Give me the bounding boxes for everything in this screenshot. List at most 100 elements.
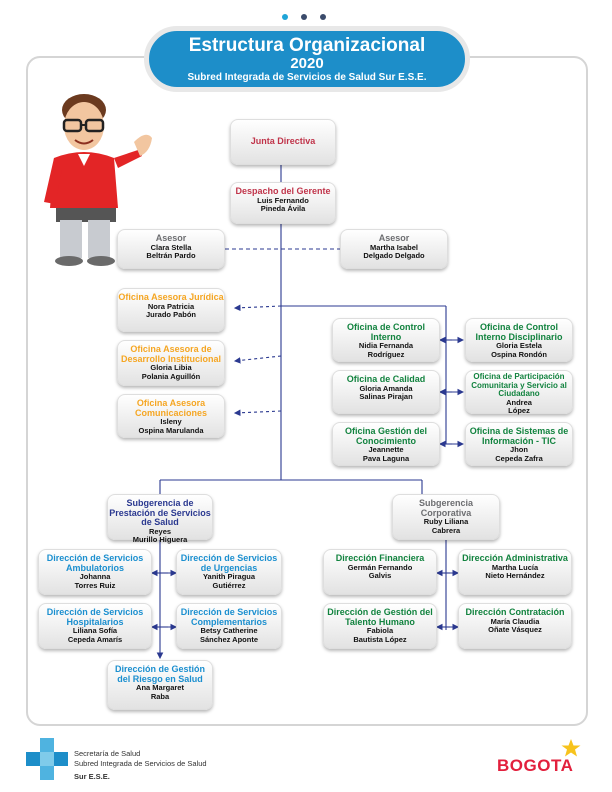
node-name: Germán Fernando xyxy=(347,562,413,572)
logo-line-3: Sur E.S.E. xyxy=(74,772,110,781)
node-title: Subgerencia de Prestación de Servicios d… xyxy=(109,498,211,527)
decor-dot xyxy=(301,14,307,20)
node-name: Betsy Catherine xyxy=(200,626,258,635)
node-direccion-hospitalarios: Dirección de Servicios Hospitalarios Lil… xyxy=(38,603,152,649)
node-subgerencia-corporativa: Subgerencia Corporativa Ruby Liliana Cab… xyxy=(392,494,500,540)
node-title: Junta Directiva xyxy=(250,136,316,146)
node-title: Oficina Gestión del Conocimiento xyxy=(344,426,427,446)
title-banner: Estructura Organizacional 2020 Subred In… xyxy=(144,26,470,92)
node-title: Dirección Financiera xyxy=(335,553,425,563)
node-junta-directiva: Junta Directiva xyxy=(230,119,336,165)
page-subtitle: Subred Integrada de Servicios de Salud S… xyxy=(187,72,427,83)
node-name: Ospina Marulanda xyxy=(138,425,204,435)
node-name: María Claudia xyxy=(490,616,540,626)
node-name: Gutiérrez xyxy=(212,580,246,590)
node-asesor: Asesor Martha Isabel Delgado Delgado xyxy=(340,229,448,269)
node-subgerencia-salud: Subgerencia de Prestación de Servicios d… xyxy=(107,494,213,544)
node-name: Salinas Pirajan xyxy=(359,392,413,401)
node-name: Jhon xyxy=(510,445,528,454)
node-title: Oficina de Participación Comunitaria y S… xyxy=(471,372,567,398)
node-name: Bautista López xyxy=(353,634,407,644)
node-title: Dirección de Servicios Ambulatorios xyxy=(46,553,144,573)
node-despacho-gerente: Despacho del Gerente Luis Fernando Pined… xyxy=(230,182,336,224)
subred-logo-icon xyxy=(26,738,68,780)
node-oficina-desarrollo: Oficina Asesora de Desarrollo Institucio… xyxy=(117,340,225,386)
node-control-interno: Oficina de Control Interno Nidia Fernand… xyxy=(332,318,440,362)
node-participacion-comunitaria: Oficina de Participación Comunitaria y S… xyxy=(465,370,573,415)
node-name: Yanith Piragua xyxy=(202,572,256,581)
node-name: Liliana Sofía xyxy=(72,626,118,635)
node-title: Dirección de Gestión del Talento Humano xyxy=(327,607,433,627)
node-name: Raba xyxy=(150,691,170,701)
node-direccion-administrativa: Dirección Administrativa Martha Lucía Ni… xyxy=(458,549,572,595)
node-title: Despacho del Gerente xyxy=(235,186,331,196)
node-name: Pineda Ávila xyxy=(260,204,306,213)
node-name: Sánchez Aponte xyxy=(199,634,259,644)
node-name: Reyes xyxy=(148,526,172,536)
node-name: Andrea xyxy=(506,397,532,407)
node-name: Rodríguez xyxy=(367,349,405,359)
node-name: Polania Aguillón xyxy=(141,371,201,381)
node-asesor: Asesor Clara Stella Beltrán Pardo xyxy=(117,229,225,269)
node-name: Cepeda Zafra xyxy=(495,453,543,463)
node-direccion-contratacion: Dirección Contratación María Claudia Oña… xyxy=(458,603,572,649)
node-name: Fabiola xyxy=(366,626,394,635)
node-name: Clara Stella xyxy=(150,242,192,252)
node-name: Delgado Delgado xyxy=(363,251,425,260)
node-direccion-urgencias: Dirección de Servicios de Urgencias Yani… xyxy=(176,549,282,595)
node-title: Oficina de Control Interno Disciplinario xyxy=(475,322,563,342)
node-title: Subgerencia Corporativa xyxy=(418,498,474,518)
node-name: Gloria Estela xyxy=(496,341,542,350)
node-name: Galvis xyxy=(368,571,392,580)
logo-line-1: Secretaría de Salud xyxy=(74,749,141,758)
node-name: Ruby Liliana xyxy=(423,517,469,526)
page-year: 2020 xyxy=(290,55,324,72)
node-direccion-ambulatorios: Dirección de Servicios Ambulatorios Joha… xyxy=(38,549,152,595)
node-name: Johanna xyxy=(79,572,111,581)
node-name: Gloria Amanda xyxy=(359,383,413,393)
page-title: Estructura Organizacional xyxy=(188,35,426,56)
node-name: López xyxy=(508,406,530,415)
node-title: Asesor xyxy=(155,233,187,243)
decor-dot xyxy=(320,14,326,20)
node-title: Dirección de Servicios de Urgencias xyxy=(180,553,278,573)
node-name: Nora Patricia xyxy=(147,301,195,311)
node-name: Jeannette xyxy=(368,445,404,454)
node-direccion-talento-humano: Dirección de Gestión del Talento Humano … xyxy=(323,603,437,649)
node-name: Nidia Fernanda xyxy=(358,341,414,350)
node-gestion-conocimiento: Oficina Gestión del Conocimiento Jeannet… xyxy=(332,422,440,466)
node-title: Dirección de Gestión del Riesgo en Salud xyxy=(114,664,206,684)
decor-dot xyxy=(282,14,288,20)
node-direccion-financiera: Dirección Financiera Germán Fernando Gal… xyxy=(323,549,437,595)
node-name: Ospina Rondón xyxy=(491,349,547,359)
node-name: Luis Fernando xyxy=(257,195,309,205)
node-oficina-comunicaciones: Oficina Asesora Comunicaciones Isleny Os… xyxy=(117,394,225,438)
node-name: Beltrán Pardo xyxy=(146,251,196,260)
node-title: Dirección de Servicios Complementarios xyxy=(180,607,278,627)
node-name: Murillo Higuera xyxy=(132,535,188,544)
node-title: Dirección Administrativa xyxy=(462,553,568,563)
logo-line-2: Subred Integrada de Servicios de Salud xyxy=(74,759,207,768)
node-name: Nieto Hernández xyxy=(485,571,545,580)
node-name: Gloria Libia xyxy=(150,363,192,372)
node-name: Martha Isabel xyxy=(370,242,418,252)
node-name: Cabrera xyxy=(431,525,461,535)
node-name: Martha Lucía xyxy=(491,562,539,572)
node-title: Oficina de Control Interno xyxy=(346,322,425,342)
bogota-brand: BOGOTA xyxy=(497,756,574,775)
node-control-disciplinario: Oficina de Control Interno Disciplinario… xyxy=(465,318,573,362)
node-title: Oficina de Sistemas de Información - TIC xyxy=(469,426,569,446)
node-name: Torres Ruiz xyxy=(74,580,116,590)
node-oficina-calidad: Oficina de Calidad Gloria Amanda Salinas… xyxy=(332,370,440,414)
node-title: Oficina de Calidad xyxy=(346,374,426,384)
node-name: Cepeda Amarís xyxy=(67,634,123,644)
node-title: Dirección de Servicios Hospitalarios xyxy=(46,607,144,627)
node-name: Isleny xyxy=(160,417,182,426)
star-icon xyxy=(561,739,581,757)
node-direccion-complementarios: Dirección de Servicios Complementarios B… xyxy=(176,603,282,649)
node-title: Asesor xyxy=(378,233,410,243)
node-title: Oficina Asesora Jurídica xyxy=(118,292,224,302)
node-oficina-juridica: Oficina Asesora Jurídica Nora Patricia J… xyxy=(117,288,225,332)
node-name: Ana Margaret xyxy=(136,683,184,692)
